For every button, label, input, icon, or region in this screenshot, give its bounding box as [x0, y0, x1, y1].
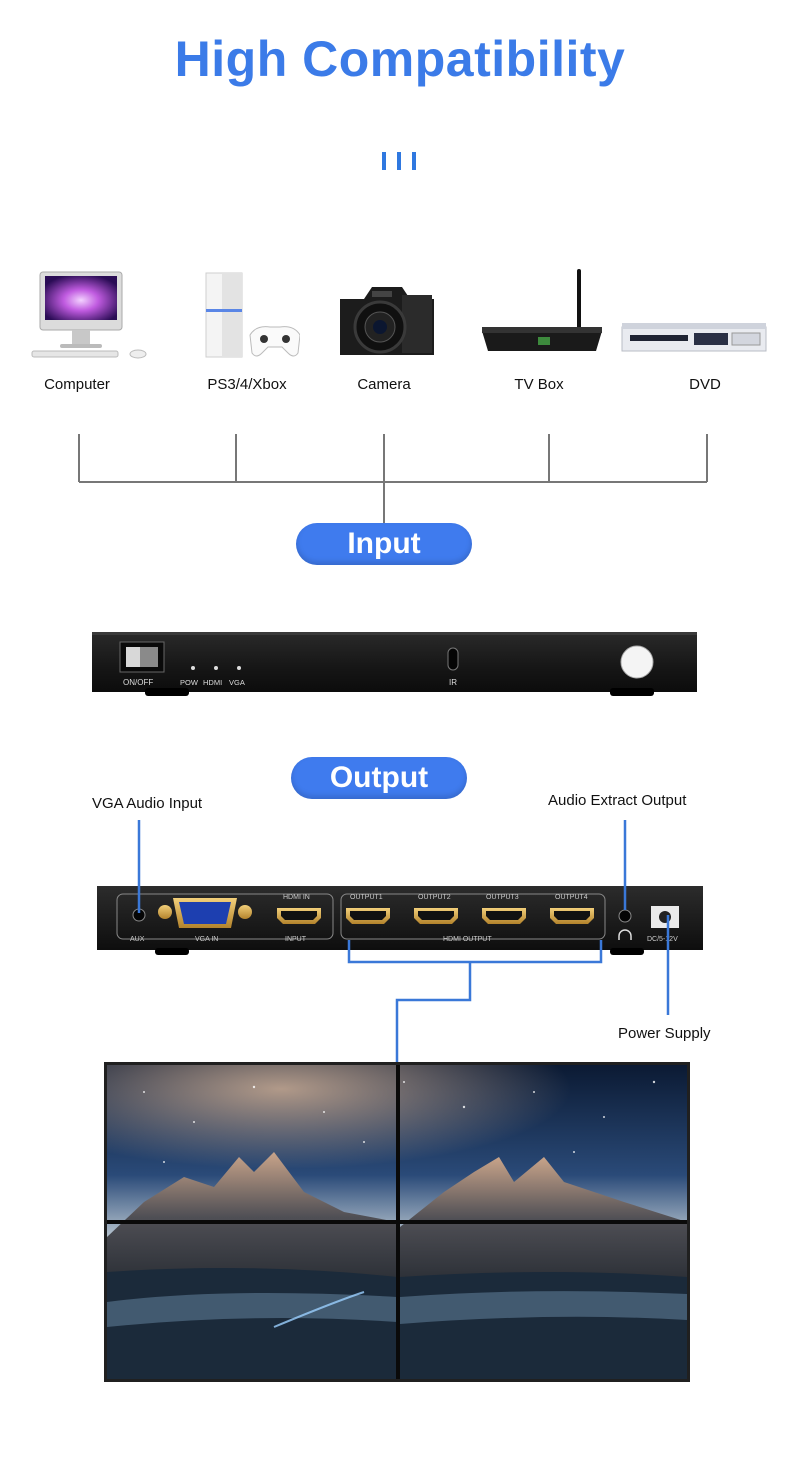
- headphone-icon: [618, 929, 632, 940]
- device-label-dvd: DVD: [689, 376, 721, 393]
- ir-window: [447, 647, 459, 671]
- callout-power-supply: Power Supply: [618, 1025, 711, 1042]
- hdmi-out-port-1: [346, 908, 390, 924]
- device-label-computer: Computer: [44, 376, 110, 393]
- camera-icon: [340, 287, 434, 355]
- callout-audio-extract: Audio Extract Output: [548, 792, 687, 809]
- hdmi-in-label: HDMI IN: [283, 894, 310, 901]
- video-wall: [104, 1062, 690, 1382]
- hdmi-out-port-2: [414, 908, 458, 924]
- output-pill: Output: [291, 757, 467, 799]
- hdmi-out-port-3: [482, 908, 526, 924]
- hdmi-output-label: HDMI OUTPUT: [443, 936, 492, 943]
- dvd-player-icon: [621, 323, 767, 352]
- device-row: [0, 255, 800, 365]
- hdmi-in-port: [277, 908, 321, 924]
- output3-label: OUTPUT3: [486, 894, 519, 901]
- front-panel: ON/OFF POW HDMI VGA IR: [92, 632, 697, 696]
- hdmi-out-port-4: [550, 908, 594, 924]
- input-label: INPUT: [285, 936, 307, 943]
- dc-label: DC/5-12V: [647, 936, 678, 943]
- output1-label: OUTPUT1: [350, 894, 383, 901]
- rear-panel: AUX VGA IN HDMI IN INPUT OUTPUT1 OUTPUT2…: [97, 886, 703, 955]
- computer-icon: [31, 271, 147, 359]
- output4-label: OUTPUT4: [555, 894, 588, 901]
- output-connector-lines: [137, 820, 670, 1075]
- tv-box-icon: [482, 269, 602, 351]
- led-pow: [191, 666, 195, 670]
- vga-in-label: VGA IN: [195, 936, 218, 943]
- device-label-camera: Camera: [357, 376, 411, 393]
- device-label-tvbox: TV Box: [514, 376, 564, 393]
- led-label-pow: POW: [180, 678, 199, 687]
- led-hdmi: [214, 666, 218, 670]
- aux-label: AUX: [130, 936, 145, 943]
- front-button[interactable]: [620, 645, 654, 679]
- input-pill: Input: [296, 523, 472, 565]
- device-label-console: PS3/4/Xbox: [207, 376, 287, 393]
- input-connector-lines: [78, 434, 708, 525]
- ir-label: IR: [449, 678, 457, 687]
- decorative-bars: [382, 152, 427, 170]
- led-label-vga: VGA: [229, 678, 245, 687]
- game-console-icon: [205, 272, 300, 358]
- led-label-hdmi: HDMI: [203, 678, 222, 687]
- power-switch[interactable]: [119, 641, 165, 673]
- led-vga: [237, 666, 241, 670]
- output2-label: OUTPUT2: [418, 894, 451, 901]
- callout-vga-audio: VGA Audio Input: [92, 795, 203, 812]
- page-title: High Compatibility: [174, 31, 626, 87]
- vga-port: [158, 898, 252, 928]
- switch-label: ON/OFF: [123, 678, 153, 687]
